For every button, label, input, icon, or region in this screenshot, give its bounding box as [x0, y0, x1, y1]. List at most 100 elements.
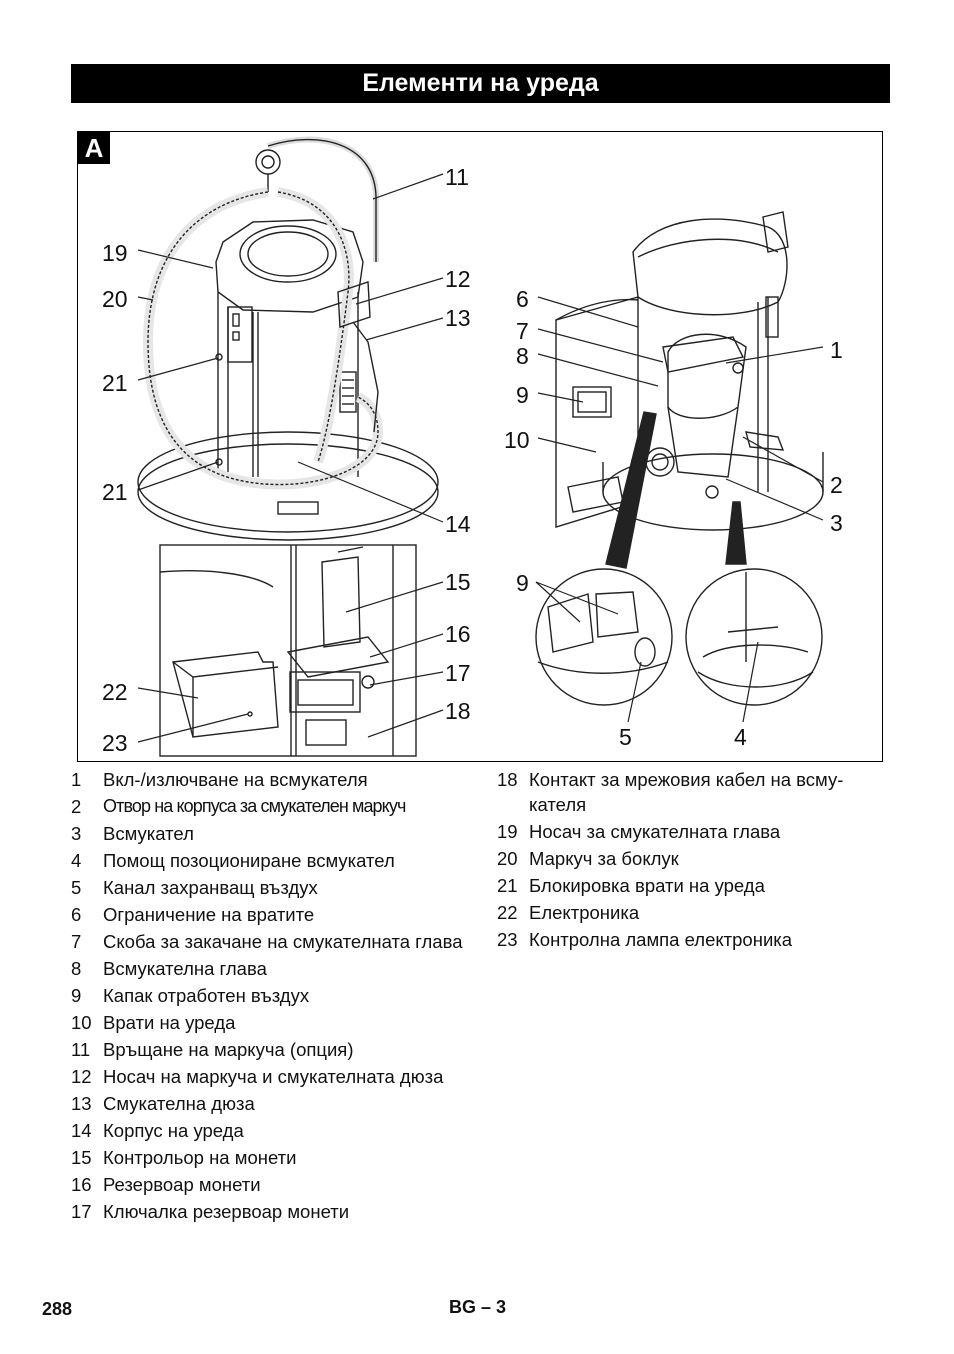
callout-17: 17	[445, 660, 471, 686]
legend-text: Ключалка резервоар монети	[103, 1201, 350, 1222]
legend-number: 14	[71, 1120, 92, 1141]
page-number: 288	[42, 1299, 73, 1319]
legend-item: 20 Маркуч за боклук	[497, 846, 897, 871]
legend-item: 17 Ключалка резервоар монети	[71, 1199, 476, 1224]
legend-text: Капак отработен въздух	[103, 985, 310, 1006]
legend-number: 12	[71, 1066, 92, 1087]
callout-5: 5	[619, 724, 632, 750]
legend-left-column: 1 Вкл-/излючване на всмукателя 2 Отвор на …	[71, 767, 476, 1226]
legend-text: Маркуч за боклук	[529, 848, 679, 869]
legend-text: Контакт за мрежовия кабел на всму- кател…	[529, 769, 844, 815]
callout-22: 22	[102, 679, 128, 705]
legend-item: 7 Скоба за закачане на смукателната глава	[71, 929, 476, 954]
legend-number: 5	[71, 877, 82, 898]
illustration-drawing	[137, 136, 824, 757]
legend-number: 19	[497, 821, 518, 842]
callout-21: 21	[102, 370, 128, 396]
legend-right-column: 18 Контакт за мрежовия кабел на всму- кат…	[497, 767, 897, 954]
legend-text: Канал захранващ въздух	[103, 877, 318, 898]
callout-2: 2	[830, 472, 843, 498]
legend-text: Врати на уреда	[103, 1012, 236, 1033]
legend-text: Скоба за закачане на смукателната глава	[103, 931, 463, 952]
legend-text: Отвор на корпуса за смукателен маркуч	[103, 796, 406, 816]
callout-11: 11	[445, 164, 469, 190]
legend-item: 9 Капак отработен въздух	[71, 983, 476, 1008]
legend-text: Контролна лампа електроника	[529, 929, 793, 950]
legend-number: 22	[497, 902, 518, 923]
legend-text: Контрольор на монети	[103, 1147, 297, 1168]
left-unit-drawing	[137, 136, 439, 541]
legend-item: 2 Отвор на корпуса за смукателен маркуч	[71, 794, 476, 819]
leader-lines	[137, 173, 824, 743]
legend-item: 21 Блокировка врати на уреда	[497, 873, 897, 898]
legend-number: 3	[71, 823, 82, 844]
legend-text: Носач на маркуча и смукателната дюза	[103, 1066, 444, 1087]
legend-number: 18	[497, 769, 518, 790]
callout-16: 16	[445, 621, 471, 647]
legend-item: 14 Корпус на уреда	[71, 1118, 476, 1143]
legend-text: Смукателна дюза	[103, 1093, 255, 1114]
legend-number: 13	[71, 1093, 92, 1114]
callout-12: 12	[445, 266, 471, 292]
legend-item: 4 Помощ позоциониране всмукател	[71, 848, 476, 873]
legend-text: Помощ позоциониране всмукател	[103, 850, 395, 871]
language-section-mark: BG – 3	[449, 1297, 507, 1317]
callout-3: 3	[830, 510, 843, 536]
legend-number: 16	[71, 1174, 92, 1195]
legend-number: 1	[71, 769, 82, 790]
legend-text: Резервоар монети	[103, 1174, 261, 1195]
callout-7: 7	[516, 318, 529, 344]
legend-item: 1 Вкл-/излючване на всмукателя	[71, 767, 476, 792]
legend-item: 13 Смукателна дюза	[71, 1091, 476, 1116]
legend-number: 23	[497, 929, 518, 950]
callout-18: 18	[445, 698, 471, 724]
legend-item: 5 Канал захранващ въздух	[71, 875, 476, 900]
legend-text: Всмукател	[103, 823, 194, 844]
legend-item: 23 Контролна лампа електроника	[497, 927, 897, 952]
callout-20: 20	[102, 286, 128, 312]
legend-text: Блокировка врати на уреда	[529, 875, 765, 896]
legend-item: 8 Всмукателна глава	[71, 956, 476, 981]
callout-9: 9	[516, 570, 529, 596]
legend-number: 6	[71, 904, 82, 925]
callout-4: 4	[734, 724, 747, 750]
callout-10: 10	[504, 427, 530, 453]
callout-21: 21	[102, 479, 128, 505]
legend-number: 9	[71, 985, 82, 1006]
legend-item: 3 Всмукател	[71, 821, 476, 846]
legend-number: 17	[71, 1201, 92, 1222]
legend-number: 2	[71, 796, 82, 817]
legend-text: Всмукателна глава	[103, 958, 267, 979]
callout-14: 14	[445, 511, 471, 537]
legend-number: 4	[71, 850, 82, 871]
legend-item: 6 Ограничение на вратите	[71, 902, 476, 927]
legend-item: 10 Врати на уреда	[71, 1010, 476, 1035]
callout-23: 23	[102, 730, 128, 756]
legend-number: 10	[71, 1012, 92, 1033]
legend-text: Ограничение на вратите	[103, 904, 315, 925]
legend-text: Електроника	[529, 902, 640, 923]
legend-number: 11	[71, 1039, 91, 1060]
legend-number: 15	[71, 1147, 92, 1168]
legend-text: Връщане на маркуча (опция)	[103, 1039, 354, 1060]
callout-15: 15	[445, 569, 471, 595]
legend-number: 7	[71, 931, 82, 952]
legend-text: Корпус на уреда	[103, 1120, 244, 1141]
legend-item: 22 Електроника	[497, 900, 897, 925]
callout-6: 6	[516, 286, 529, 312]
legend-text: Вкл-/излючване на всмукателя	[103, 769, 368, 790]
coin-box-inset	[159, 544, 417, 757]
legend-item: 12 Носач на маркуча и смукателната дюза	[71, 1064, 476, 1089]
legend-number: 20	[497, 848, 518, 869]
device-illustration: A	[77, 131, 883, 762]
legend-number: 21	[497, 875, 518, 896]
legend-item: 16 Резервоар монети	[71, 1172, 476, 1197]
legend-text: Носач за смукателната глава	[529, 821, 781, 842]
legend-number: 8	[71, 958, 82, 979]
legend-item: 19 Носач за смукателната глава	[497, 819, 897, 844]
callout-19: 19	[102, 240, 128, 266]
legend-item: 15 Контрольор на монети	[71, 1145, 476, 1170]
legend-item: 18 Контакт за мрежовия кабел на всму- кат…	[497, 767, 897, 817]
page-title: Елементи на уреда	[71, 64, 890, 103]
callout-8: 8	[516, 343, 529, 369]
